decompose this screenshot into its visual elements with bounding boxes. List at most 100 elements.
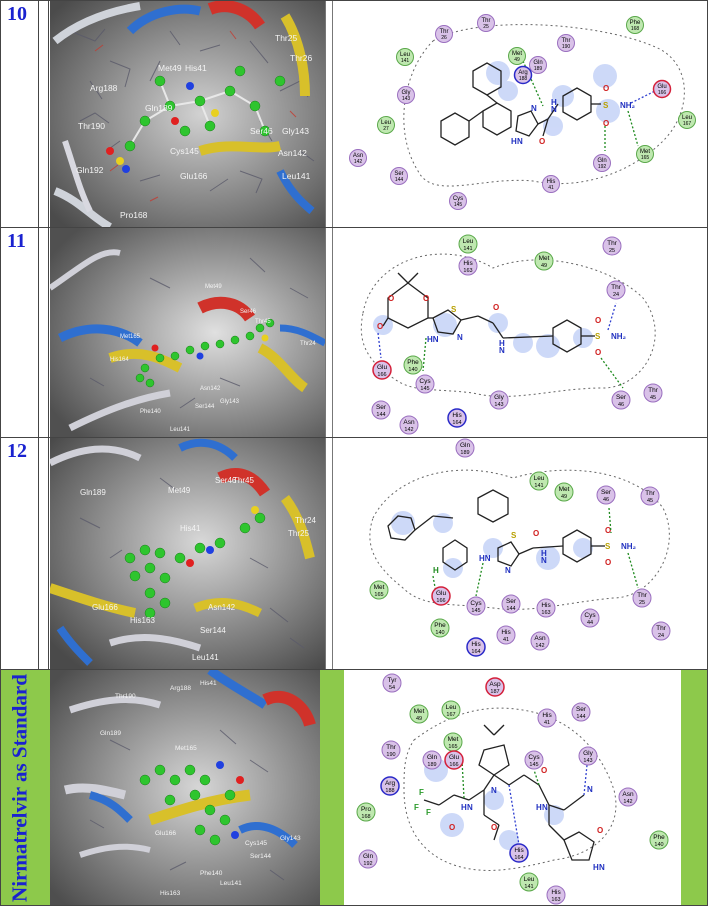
spacer-column — [39, 228, 49, 437]
residue-name: Ser — [601, 489, 612, 496]
residue-label: Met49 — [158, 63, 182, 73]
residue-name: Gly — [402, 90, 411, 96]
residue-name: Met — [640, 149, 650, 155]
residue-number: 143 — [494, 402, 503, 408]
atom-label: O — [449, 823, 455, 832]
residue-number: 142 — [354, 159, 363, 165]
residue-label: His41 — [185, 63, 207, 73]
atom-label: H — [551, 98, 557, 107]
atom-label: F — [426, 808, 431, 817]
residue-name: Leu — [682, 115, 692, 121]
atom-label: H — [541, 549, 547, 558]
residue-name: Asn — [403, 419, 415, 426]
atom-label: F — [419, 788, 424, 797]
residue-number: 142 — [623, 799, 632, 805]
separator — [325, 228, 333, 437]
atom-label: O — [603, 84, 609, 93]
residue-label: Asn142 — [208, 603, 236, 612]
atom-label: N — [505, 566, 511, 575]
atom-label: N — [587, 785, 593, 794]
residue-number: 192 — [363, 861, 372, 867]
atom-label: O — [595, 316, 601, 325]
atom-label: N — [499, 346, 505, 355]
atom-label: O — [388, 294, 394, 303]
residue-name: Phe — [434, 622, 446, 629]
separator — [325, 1, 333, 227]
docking-3d-view: Met49 Ser46 Thr45 Thr24 Met165 His164 As… — [50, 228, 325, 437]
residue-number: 144 — [506, 606, 515, 612]
residue-number: 189 — [460, 450, 469, 456]
residue-name: Gln — [363, 853, 374, 860]
atom-label: F — [414, 803, 419, 812]
residue-name: Cys — [453, 196, 463, 202]
residue-label: Gly143 — [282, 126, 309, 136]
residue-label: Ser144 — [250, 853, 271, 860]
residue-number: 168 — [631, 26, 640, 32]
atom-label: H — [461, 803, 467, 812]
residue-number: 188 — [519, 76, 528, 82]
residue-name: Ser — [394, 171, 403, 177]
residue-number: 168 — [361, 814, 370, 820]
spacer-column — [39, 1, 49, 227]
residue-number: 25 — [609, 248, 615, 254]
residue-number: 143 — [402, 96, 411, 102]
residue-number: 27 — [383, 126, 389, 132]
atom-label: N — [457, 333, 463, 342]
residue-label: Leu141 — [192, 653, 219, 662]
residue-name: Tyr — [387, 677, 397, 684]
atom-label: O — [605, 558, 611, 567]
residue-number: 145 — [454, 202, 463, 208]
residue-name: Phe — [653, 834, 665, 841]
atom-label: O — [491, 823, 497, 832]
residue-label: Cys145 — [245, 840, 267, 847]
residue-number: 164 — [452, 420, 461, 426]
residue-name: Cys — [528, 754, 540, 761]
residue-number: 187 — [490, 689, 499, 695]
residue-name: His — [542, 712, 552, 719]
residue-number: 189 — [534, 66, 543, 72]
residue-label: Phe140 — [200, 870, 223, 877]
residue-number: 167 — [446, 712, 455, 718]
residue-label: Phe140 — [140, 409, 161, 415]
residue-number: 143 — [583, 758, 592, 764]
atom-label: S — [511, 531, 517, 540]
residue-name: Ser — [616, 394, 627, 401]
residue-name: Asp — [489, 681, 501, 688]
atom-label: S — [595, 332, 601, 341]
residue-name: Thr — [648, 387, 659, 394]
residue-number: 140 — [654, 842, 663, 848]
residue-label: Leu141 — [170, 427, 191, 433]
residue-number: 25 — [483, 24, 489, 30]
docking-3d-view: Gln189 Met49 Ser46 Thr45 His41 Thr24 Thr… — [50, 438, 325, 669]
residue-number: 24 — [658, 633, 664, 639]
residue-name: His — [514, 847, 524, 854]
atom-label: N — [467, 803, 473, 812]
residue-label: Thr26 — [290, 53, 312, 63]
atom-label: N — [491, 786, 497, 795]
residue-number: 165 — [374, 592, 383, 598]
residue-number: 192 — [598, 164, 607, 170]
atom-label: O — [533, 529, 539, 538]
atom-label: O — [493, 303, 499, 312]
residue-number: 167 — [683, 121, 692, 127]
row-compound-11: 11 — [0, 227, 708, 438]
protein-ligand-render: Gln189 Met49 Ser46 Thr45 His41 Thr24 Thr… — [50, 438, 325, 669]
residue-number: 49 — [514, 57, 520, 63]
residue-number: 141 — [524, 884, 533, 890]
compound-id: 10 — [7, 3, 27, 25]
residue-name: Gln — [427, 754, 438, 761]
atom-label: H — [511, 137, 517, 146]
residue-label: Thr190 — [115, 693, 136, 700]
residue-label: Met49 — [205, 284, 222, 290]
residue-name: His — [541, 602, 551, 609]
residue-number: 49 — [416, 716, 422, 722]
residue-number: 163 — [551, 897, 560, 903]
residue-number: 166 — [436, 598, 445, 604]
residue-name: Leu — [446, 704, 457, 711]
residue-name: Leu — [534, 475, 545, 482]
residue-number: 188 — [385, 788, 394, 794]
atom-label: O — [423, 294, 429, 303]
residue-label: Glu166 — [92, 603, 118, 612]
